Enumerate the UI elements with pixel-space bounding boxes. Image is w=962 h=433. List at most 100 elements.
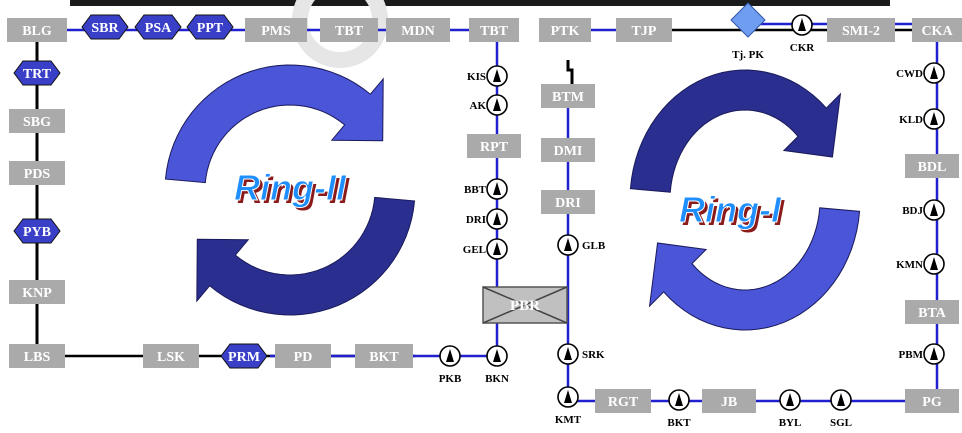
- station-box-label: PMS: [261, 24, 291, 39]
- tower-label: BYL: [779, 417, 802, 429]
- hub-label: PBR: [510, 298, 540, 314]
- hex-node-trt[interactable]: TRT: [13, 60, 61, 86]
- antenna-icon: [930, 203, 938, 216]
- tower-label: BDJ: [902, 205, 923, 217]
- top-banner-strip: [70, 0, 890, 6]
- tower-node-ckr[interactable]: CKR: [790, 14, 816, 54]
- station-box-bta[interactable]: BTA: [905, 300, 959, 324]
- station-box-lsk[interactable]: LSK: [143, 344, 199, 368]
- antenna-icon: [493, 182, 501, 195]
- tower-node-byl[interactable]: BYL: [779, 389, 802, 429]
- station-box-tjp[interactable]: TJP: [616, 18, 672, 42]
- tower-node-srk[interactable]: SRK: [557, 343, 605, 365]
- tower-node-kis[interactable]: KIS: [467, 65, 508, 87]
- station-box-bg: [595, 389, 651, 413]
- station-box-bg: [245, 18, 307, 42]
- station-box-pds[interactable]: PDS: [9, 161, 65, 185]
- station-box-rpt[interactable]: RPT: [467, 134, 521, 158]
- tower-node-bdj[interactable]: BDJ: [902, 199, 945, 221]
- hex-node-pyb[interactable]: PYB: [13, 218, 61, 244]
- station-box-label: CKA: [921, 24, 953, 39]
- station-box-smi2[interactable]: SMI-2: [827, 18, 895, 42]
- station-box-pg[interactable]: PG: [905, 389, 959, 413]
- station-box-bg: [9, 280, 65, 304]
- tower-node-sgl[interactable]: SGL: [830, 389, 852, 429]
- tower-label: PBM: [899, 349, 924, 361]
- ring2-label: Ring-II: [234, 167, 347, 208]
- hex-shape: [13, 218, 61, 244]
- station-box-blg[interactable]: BLG: [7, 18, 67, 42]
- station-box-label: TBT: [480, 24, 509, 39]
- station-box-bkt1[interactable]: BKT: [355, 344, 413, 368]
- hex-shape: [134, 14, 182, 40]
- station-box-bg: [7, 18, 67, 42]
- hex-node-prm[interactable]: PRM: [220, 343, 268, 369]
- station-box-label: SBG: [23, 115, 51, 130]
- tower-label: SGL: [830, 417, 852, 429]
- station-box-rgt[interactable]: RGT: [595, 389, 651, 413]
- diamond-label: Tj. PK: [732, 49, 764, 61]
- tower-label: GLB: [582, 240, 606, 252]
- station-box-ptk[interactable]: PTK: [539, 18, 591, 42]
- antenna-icon: [564, 390, 572, 403]
- tower-node-kmn[interactable]: KMN: [896, 253, 945, 275]
- diamond-node-tj-pk[interactable]: Tj. PK: [730, 2, 766, 61]
- station-box-label: DMI: [554, 144, 583, 159]
- station-box-tbt1[interactable]: TBT: [320, 18, 378, 42]
- station-box-bg: [386, 18, 450, 42]
- station-box-knp[interactable]: KNP: [9, 280, 65, 304]
- station-box-label: TJP: [632, 24, 657, 39]
- station-box-bg: [355, 344, 413, 368]
- station-box-label: DRI: [555, 196, 581, 211]
- station-box-sbg[interactable]: SBG: [9, 109, 65, 133]
- tower-label: AK: [470, 100, 487, 112]
- tower-label: DRI: [466, 214, 486, 226]
- tower-node-kmt[interactable]: KMT: [555, 386, 582, 426]
- hex-shape: [13, 60, 61, 86]
- hub-pbr[interactable]: PBR: [482, 286, 568, 324]
- station-box-mdn[interactable]: MDN: [386, 18, 450, 42]
- antenna-icon: [493, 349, 501, 362]
- tower-label: KIS: [467, 71, 486, 83]
- ring1-arrow-top: [629, 69, 842, 193]
- tower-node-pbm[interactable]: PBM: [899, 343, 945, 365]
- tower-node-ak[interactable]: AK: [470, 94, 508, 116]
- station-box-pd[interactable]: PD: [275, 344, 331, 368]
- station-box-dmi[interactable]: DMI: [541, 138, 595, 162]
- station-box-dri1[interactable]: DRI: [541, 190, 595, 214]
- station-box-label: MDN: [401, 24, 434, 39]
- tower-label: CWD: [896, 68, 923, 80]
- antenna-icon: [930, 112, 938, 125]
- tower-node-dri2[interactable]: DRI: [466, 208, 508, 230]
- tower-node-bkn[interactable]: BKN: [485, 345, 509, 385]
- tower-node-glb[interactable]: GLB: [557, 234, 606, 256]
- antenna-icon: [930, 347, 938, 360]
- tower-node-kld[interactable]: KLD: [899, 108, 945, 130]
- station-box-btm[interactable]: BTM: [541, 84, 595, 108]
- station-box-label: KNP: [22, 286, 52, 301]
- tower-node-gel[interactable]: GEL: [463, 238, 508, 260]
- antenna-icon: [930, 66, 938, 79]
- station-box-lbs[interactable]: LBS: [9, 344, 65, 368]
- diamond-shape: [730, 2, 766, 38]
- hex-shape: [186, 14, 234, 40]
- hex-node-ppt[interactable]: PPT: [186, 14, 234, 40]
- ring2-label-shadow: Ring-II: [237, 170, 350, 211]
- hex-node-sbr[interactable]: SBR: [81, 14, 129, 40]
- station-box-bg: [827, 18, 895, 42]
- station-box-label: SMI-2: [842, 24, 880, 39]
- station-box-cka[interactable]: CKA: [912, 18, 962, 42]
- tower-node-bbt[interactable]: BBT: [464, 178, 508, 200]
- hex-node-psa[interactable]: PSA: [134, 14, 182, 40]
- tower-node-bkt2[interactable]: BKT: [667, 389, 691, 429]
- tower-node-cwd[interactable]: CWD: [896, 62, 945, 84]
- station-box-bg: [905, 389, 959, 413]
- ring1-label-shadow: Ring-I: [682, 192, 785, 233]
- station-box-bg: [541, 138, 595, 162]
- station-box-jb[interactable]: JB: [702, 389, 756, 413]
- station-box-bdl[interactable]: BDL: [905, 154, 959, 178]
- station-box-pms[interactable]: PMS: [245, 18, 307, 42]
- station-box-tbt2[interactable]: TBT: [469, 18, 519, 42]
- tower-node-pkb[interactable]: PKB: [439, 345, 462, 385]
